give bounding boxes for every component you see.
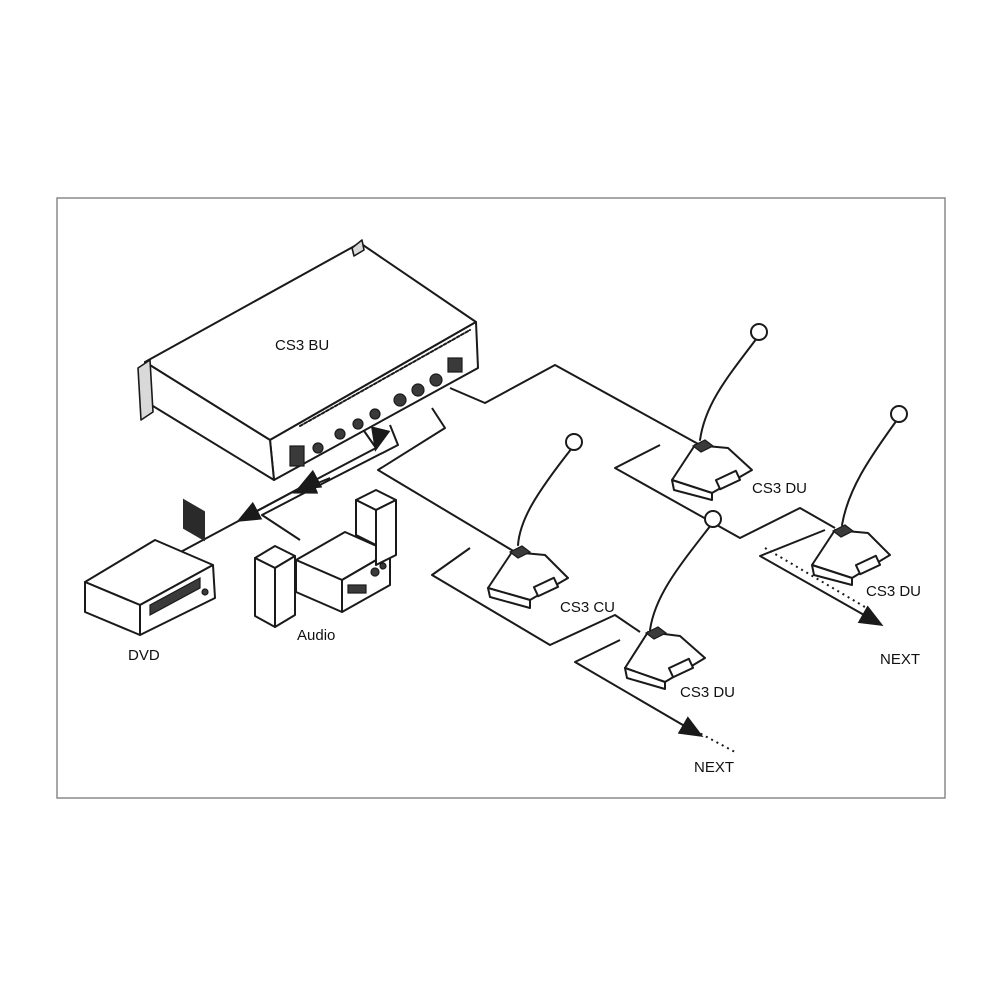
diagram-frame bbox=[56, 197, 946, 799]
cable-cu-to-du-lower bbox=[431, 547, 641, 646]
delegate-unit-lower-label: CS3 DU bbox=[680, 684, 735, 701]
gooseneck-microphone-icon bbox=[841, 405, 908, 526]
delegate-unit-upper: CS3 DU bbox=[671, 323, 807, 501]
delegate-unit-right-label: CS3 DU bbox=[866, 583, 921, 600]
base-unit-icon: CS3 BU bbox=[137, 239, 479, 542]
cable-du-lower-dotted bbox=[689, 727, 736, 753]
delegate-unit-upper-label: CS3 DU bbox=[752, 480, 807, 497]
audio-amplifier-icon: Audio bbox=[254, 489, 397, 644]
gooseneck-microphone-icon bbox=[649, 510, 722, 631]
next-label-right: NEXT bbox=[880, 651, 920, 668]
cable-audio-arrow bbox=[292, 475, 331, 494]
speaker-icon bbox=[254, 545, 296, 628]
dvd-label: DVD bbox=[128, 647, 160, 664]
audio-label: Audio bbox=[297, 627, 335, 644]
cable-du-right-next-tail bbox=[759, 529, 884, 626]
delegate-unit-right: CS3 DU bbox=[811, 405, 921, 600]
base-unit-label: CS3 BU bbox=[275, 337, 329, 354]
next-label-bottom: NEXT bbox=[694, 759, 734, 776]
cable-du-right-to-next bbox=[764, 547, 871, 611]
cable-du-lower-to-next bbox=[574, 639, 704, 738]
cable-dvd-arrow bbox=[236, 487, 301, 522]
cable-network bbox=[174, 364, 884, 753]
gooseneck-microphone-icon bbox=[517, 433, 583, 546]
chairman-unit-label: CS3 CU bbox=[560, 599, 615, 616]
delegate-unit-lower: CS3 DU bbox=[624, 510, 735, 701]
cable-bu-to-cu bbox=[377, 407, 521, 556]
dvd-player-icon: DVD bbox=[84, 539, 216, 664]
chairman-unit: CS3 CU bbox=[487, 433, 615, 616]
cable-bu-to-du-upper bbox=[449, 364, 701, 446]
vent-grille bbox=[183, 498, 205, 542]
cable-du-upper-to-du-right bbox=[614, 444, 836, 539]
gooseneck-microphone-icon bbox=[699, 323, 768, 441]
speaker-icon bbox=[355, 489, 397, 566]
